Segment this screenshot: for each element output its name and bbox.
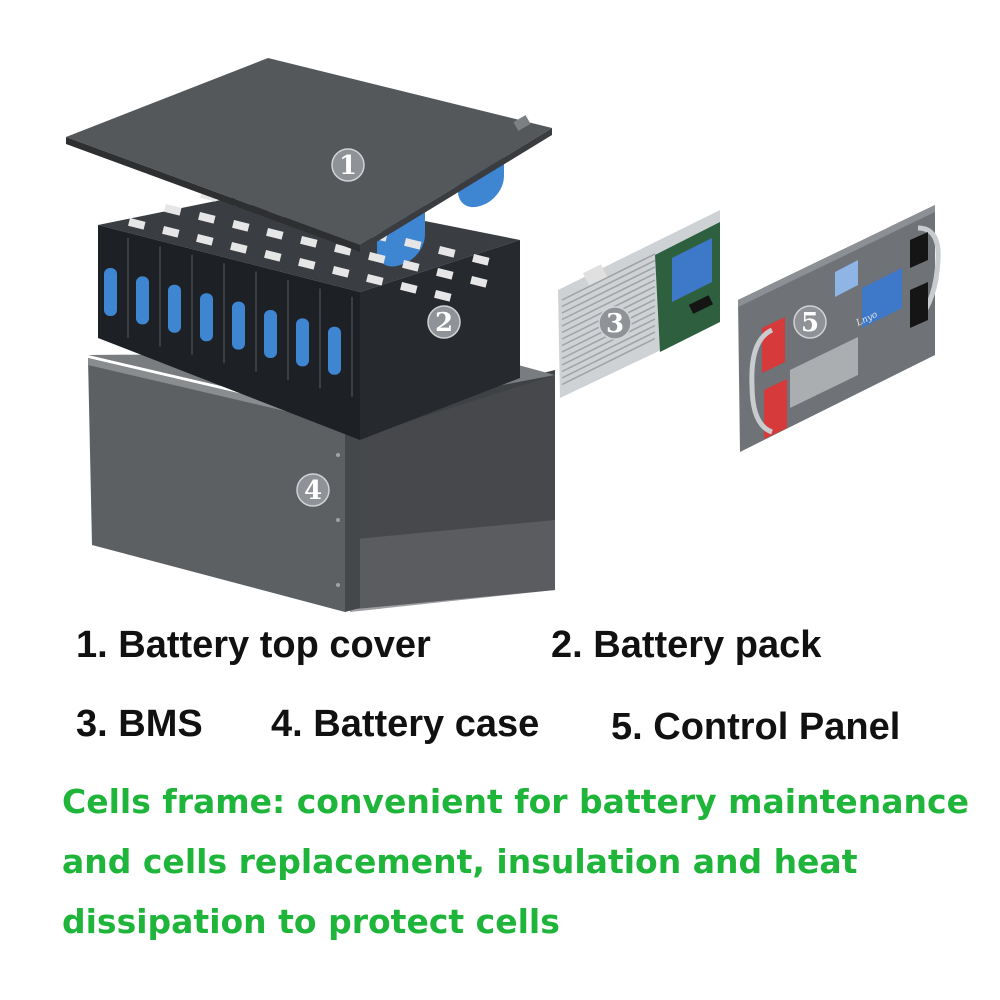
- badge-2: 2: [427, 305, 461, 339]
- cell-window: [328, 326, 341, 375]
- cell-window: [200, 293, 213, 342]
- badge-circle: [296, 473, 330, 507]
- cell-terminal: [164, 204, 182, 216]
- badge-circle: [598, 306, 632, 340]
- label-bms: 3. BMS: [76, 703, 203, 745]
- battery-exploded-diagram: Lnyo 1 2 3 4 5: [66, 58, 941, 612]
- cell-terminal: [434, 290, 452, 302]
- badge-3: 3: [598, 306, 632, 340]
- bms-board: [558, 210, 720, 398]
- cell-terminal: [366, 274, 384, 286]
- cell-terminal: [404, 237, 422, 250]
- badge-number: 1: [339, 151, 357, 181]
- badge-number: 2: [435, 308, 453, 338]
- battery-top-cover: [66, 58, 552, 252]
- cell-terminal: [230, 241, 248, 254]
- cell-terminal: [368, 251, 386, 264]
- heatsink-fin: [561, 324, 656, 373]
- cell-window: [232, 301, 245, 350]
- cell-terminal: [162, 225, 180, 238]
- heatsink-fin: [561, 253, 656, 301]
- label-control-panel: 5. Control Panel: [611, 706, 901, 748]
- cell-terminal: [436, 268, 454, 280]
- badge-number: 3: [606, 309, 624, 339]
- cell-window: [136, 276, 149, 325]
- cell-window: [168, 284, 181, 333]
- badge-circle: [331, 148, 365, 182]
- note-line: Cells frame: convenient for battery main…: [62, 782, 969, 821]
- badge-1: 1: [331, 148, 365, 182]
- cell-terminal: [402, 260, 420, 272]
- cell-window: [296, 318, 309, 367]
- label-battery-top-cover: 1. Battery top cover: [76, 624, 431, 666]
- cell-terminal: [128, 217, 146, 230]
- badge-circle: [793, 305, 827, 339]
- cell-terminal: [232, 219, 250, 232]
- cell-terminal: [196, 234, 214, 246]
- note-line: and cells replacement, insulation and he…: [62, 842, 858, 881]
- badge-circle: [427, 305, 461, 339]
- cell-terminal: [400, 282, 418, 294]
- cells-frame-note: Cells frame: convenient for battery main…: [62, 772, 969, 952]
- cell-window: [264, 310, 277, 358]
- badge-number: 4: [304, 476, 322, 506]
- heatsink-fin: [561, 318, 656, 366]
- heatsink-fin: [561, 266, 656, 314]
- cell-terminal: [472, 254, 490, 266]
- badge-number: 5: [801, 308, 819, 338]
- heatsink-fin: [561, 331, 656, 379]
- cell-terminal: [438, 245, 456, 258]
- cell-terminal: [198, 211, 216, 224]
- cell-terminal: [266, 228, 284, 240]
- control-panel: Lnyo: [738, 205, 941, 452]
- heatsink-fin: [561, 272, 656, 321]
- badge-4: 4: [296, 473, 330, 507]
- heatsink-fin: [561, 259, 656, 308]
- heatsink-fin: [561, 337, 656, 386]
- cell-window: [104, 268, 117, 316]
- heatsink-fin: [561, 279, 656, 327]
- cell-terminal: [332, 266, 350, 278]
- note-line: dissipation to protect cells: [62, 902, 560, 941]
- cell-terminal: [264, 250, 282, 262]
- cell-terminal: [298, 258, 316, 270]
- badge-5: 5: [793, 305, 827, 339]
- label-battery-case: 4. Battery case: [271, 703, 540, 745]
- cell-terminal: [470, 276, 488, 288]
- label-battery-pack: 2. Battery pack: [551, 624, 822, 666]
- cell-terminal: [300, 236, 318, 248]
